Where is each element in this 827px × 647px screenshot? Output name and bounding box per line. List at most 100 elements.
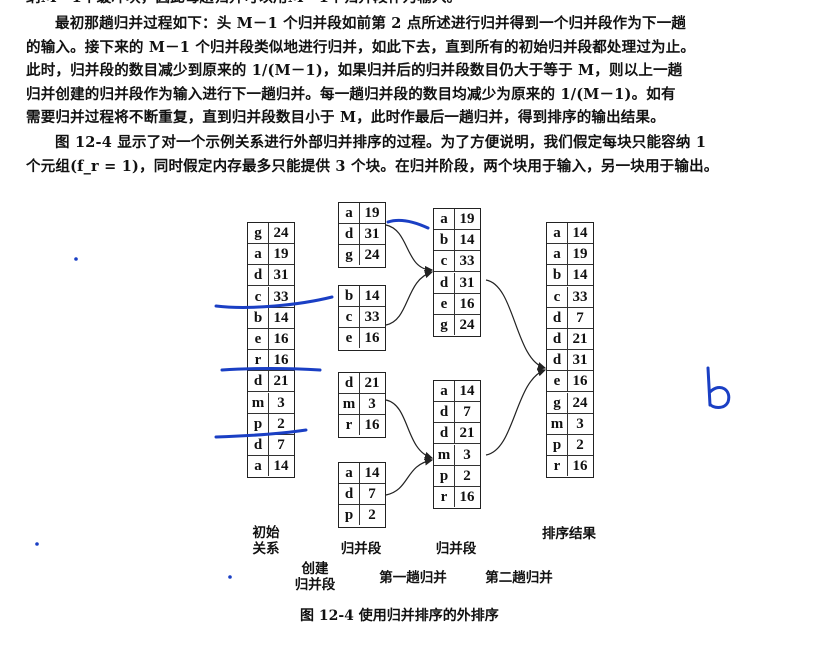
value-cell: 21 — [364, 375, 380, 391]
key-cell: a — [339, 463, 360, 483]
key-cell: d — [547, 307, 568, 328]
label-second-pass: 第二趟归并 — [485, 570, 553, 586]
figure-caption: 图 12-4 使用归并排序的外排序 — [300, 608, 499, 624]
key-cell: e — [248, 329, 269, 349]
value-cell: 14 — [273, 309, 289, 326]
key-cell: c — [248, 286, 269, 307]
key-cell: d — [339, 484, 360, 505]
value-cell: 31 — [273, 267, 289, 284]
text-line: 图 12-4 显示了对一个示例关系进行外部归并排序的过程。为了方便说明，我们假定… — [55, 134, 707, 151]
label-sorted-output: 排序结果 — [542, 526, 596, 542]
value-cell: 16 — [364, 417, 380, 434]
key-cell: p — [248, 413, 269, 434]
value-cell: 16 — [572, 458, 588, 475]
value-cell: 33 — [364, 309, 380, 326]
label-create-runs: 创建 归并段 — [294, 561, 336, 593]
key-cell: m — [248, 392, 269, 413]
value-cell: 14 — [572, 225, 588, 241]
pen-stroke — [214, 295, 334, 309]
key-cell: d — [339, 224, 360, 245]
value-cell: 19 — [364, 205, 380, 221]
value-cell: 16 — [459, 489, 475, 505]
merge-arrow — [485, 368, 547, 456]
key-cell: e — [339, 328, 360, 349]
key-cell: m — [547, 413, 568, 434]
key-cell: b — [547, 265, 568, 286]
top-fragment-line: 纳M－1个缓冲块，因此每趟归并可以用M－1个归并段作为输入。 — [26, 0, 818, 10]
value-cell: 16 — [273, 352, 289, 369]
key-cell: e — [434, 293, 455, 314]
value-cell: 33 — [459, 253, 475, 270]
value-cell: 24 — [364, 247, 380, 264]
value-cell: 19 — [459, 211, 475, 227]
text-line: 归并创建的归并段作为输入进行下一趟归并。每一趟归并段的数目均减少为原来的 1/(… — [26, 85, 676, 103]
key-cell: d — [547, 329, 568, 349]
value-cell: 24 — [572, 394, 588, 411]
key-cell: g — [547, 392, 568, 413]
key-cell: d — [547, 350, 568, 371]
key-cell: b — [248, 307, 269, 328]
value-cell: 2 — [463, 467, 471, 484]
value-cell: 7 — [368, 486, 376, 503]
key-cell: m — [339, 394, 360, 415]
key-cell: r — [248, 350, 269, 371]
key-cell: e — [547, 371, 568, 392]
pen-dot — [74, 257, 78, 261]
value-cell: 33 — [273, 288, 289, 305]
value-cell: 16 — [273, 331, 289, 347]
key-cell: c — [547, 286, 568, 307]
key-cell: d — [248, 435, 269, 455]
value-cell: 2 — [277, 415, 285, 432]
value-cell: 14 — [459, 232, 475, 249]
key-cell: g — [434, 315, 455, 335]
value-cell: 14 — [459, 383, 475, 399]
text-line: 最初那趟归并过程如下：头 M－1 个归并段如前第 2 点所述进行归并得到一个归并… — [55, 15, 687, 32]
value-cell: 2 — [368, 507, 376, 524]
value-cell: 24 — [273, 225, 289, 241]
value-cell: 3 — [463, 446, 471, 463]
value-cell: 7 — [576, 309, 584, 326]
key-cell: c — [339, 307, 360, 328]
value-cell: 3 — [576, 415, 584, 432]
value-cell: 3 — [277, 394, 285, 411]
value-cell: 31 — [364, 226, 380, 243]
key-cell: r — [339, 415, 360, 436]
key-cell: a — [434, 381, 455, 401]
merge-arrow — [385, 457, 434, 496]
value-cell: 21 — [273, 373, 289, 390]
value-cell: 14 — [364, 288, 380, 304]
